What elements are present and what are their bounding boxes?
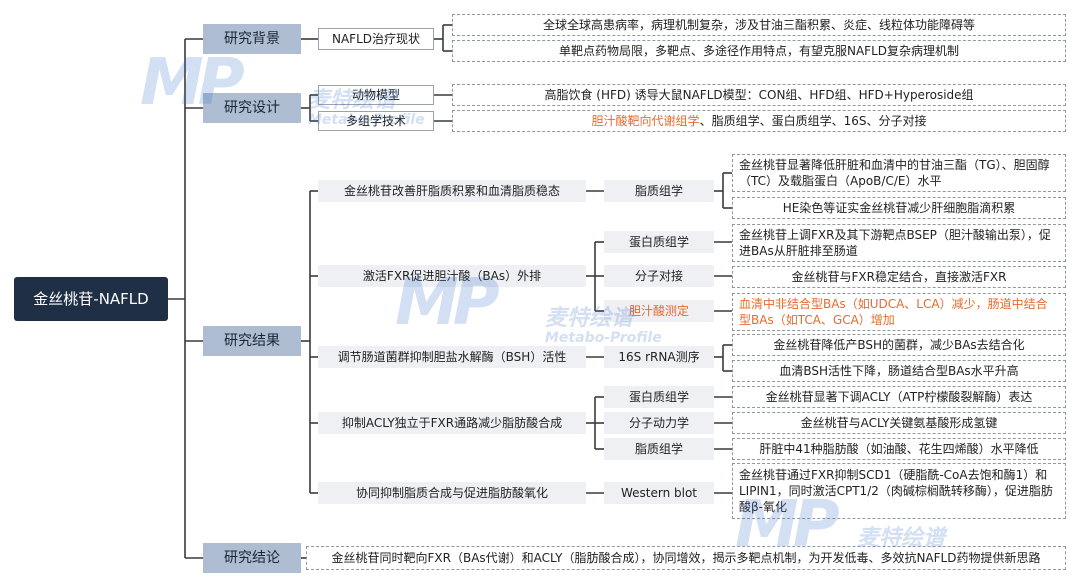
section-results: 研究结果: [203, 326, 301, 356]
design-animal-text: 高脂饮食 (HFD) 诱导大鼠NAFLD模型：CON组、HFD组、HFD+Hyp…: [452, 84, 1066, 106]
result-2-finding-2: 金丝桃苷与FXR稳定结合，直接激活FXR: [732, 266, 1066, 288]
section-design: 研究设计: [203, 93, 301, 123]
background-topic: NAFLD治疗现状: [318, 28, 434, 50]
background-point-2: 单靶点药物局限，多靶点、多途径作用特点，有望克服NAFLD复杂病理机制: [452, 40, 1066, 62]
result-5-finding: 金丝桃苷通过FXR抑制SCD1（硬脂酰-CoA去饱和酶1）和LIPIN1，同时激…: [732, 463, 1066, 519]
design-omics-rest: 、脂质组学、蛋白质组学、16S、分子对接: [699, 114, 927, 128]
result-3-finding-2: 血清BSH活性下降，肠道结合型BAs水平升高: [732, 360, 1066, 382]
result-2-method-1: 蛋白质组学: [604, 231, 714, 253]
background-point-1: 全球全球高患病率，病理机制复杂，涉及甘油三酯积累、炎症、线粒体功能障碍等: [452, 14, 1066, 36]
result-1-finding-2: HE染色等证实金丝桃苷减少肝细胞脂滴积累: [732, 197, 1066, 219]
result-4-method-2: 分子动力学: [604, 412, 714, 434]
design-topic-animal: 动物模型: [318, 85, 434, 105]
result-2-finding-1: 金丝桃苷上调FXR及其下游靶点BSEP（胆汁酸输出泵），促进BAs从肝脏排至肠道: [732, 224, 1066, 262]
result-3-title: 调节肠道菌群抑制胆盐水解酶（BSH）活性: [318, 346, 586, 368]
result-4-method-1: 蛋白质组学: [604, 386, 714, 408]
result-4-finding-3: 肝脏中41种脂肪酸（如油酸、花生四烯酸）水平降低: [732, 438, 1066, 460]
result-2-method-3: 胆汁酸测定: [604, 300, 714, 322]
result-4-finding-1: 金丝桃苷显著下调ACLY（ATP柠檬酸裂解酶）表达: [732, 386, 1066, 408]
conclusion-text: 金丝桃苷同时靶向FXR（BAs代谢）和ACLY（脂肪酸合成），协同增效，揭示多靶…: [306, 546, 1066, 570]
result-3-method: 16S rRNA测序: [604, 346, 714, 368]
result-2-method-2: 分子对接: [604, 265, 714, 287]
result-5-method: Western blot: [604, 482, 714, 504]
design-omics-highlight: 胆汁酸靶向代谢组学: [591, 114, 700, 128]
section-conclusion: 研究结论: [203, 543, 301, 573]
result-4-finding-2: 金丝桃苷与ACLY关键氨基酸形成氢键: [732, 412, 1066, 434]
result-1-title: 金丝桃苷改善肝脂质积累和血清脂质稳态: [318, 180, 586, 202]
design-topic-omics: 多组学技术: [318, 111, 434, 131]
result-2-title: 激活FXR促进胆汁酸（BAs）外排: [318, 265, 586, 287]
result-1-finding-1: 金丝桃苷显著降低肝脏和血清中的甘油三酯（TG）、胆固醇（TC）及载脂蛋白（Apo…: [732, 154, 1066, 192]
design-omics-text: 胆汁酸靶向代谢组学、脂质组学、蛋白质组学、16S、分子对接: [452, 110, 1066, 132]
result-2-finding-3: 血清中非结合型BAs（如UDCA、LCA）减少，肠道中结合型BAs（如TCA、G…: [732, 293, 1066, 331]
result-5-title: 协同抑制脂质合成与促进脂肪酸氧化: [318, 482, 586, 504]
root-node: 金丝桃苷-NAFLD: [14, 277, 168, 321]
result-1-method: 脂质组学: [604, 180, 714, 202]
result-4-title: 抑制ACLY独立于FXR通路减少脂肪酸合成: [318, 412, 586, 434]
section-background: 研究背景: [203, 24, 301, 54]
result-3-finding-1: 金丝桃苷降低产BSH的菌群，减少BAs去结合化: [732, 334, 1066, 356]
result-4-method-3: 脂质组学: [604, 438, 714, 460]
